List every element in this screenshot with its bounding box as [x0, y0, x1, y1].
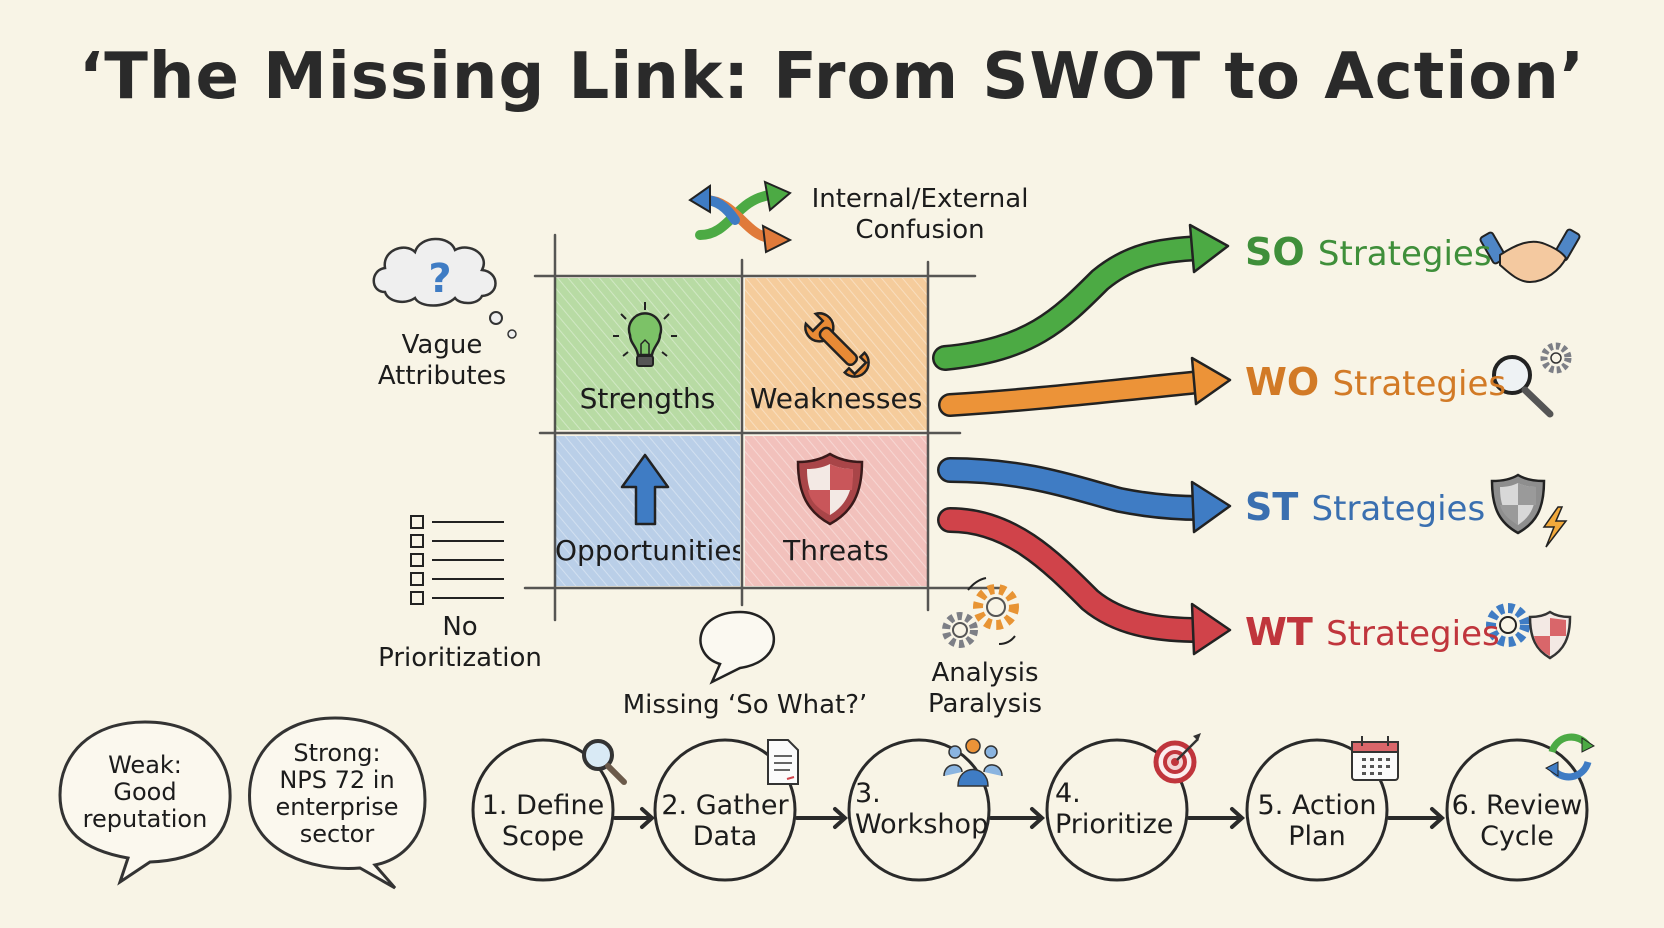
step-line1: 5. Action [1257, 790, 1377, 821]
checklist-icon [410, 515, 504, 605]
step-line1: 4. [1055, 778, 1081, 809]
weak-example: Weak: Good reputation [75, 752, 215, 833]
process-circles [471, 738, 1589, 882]
step-line2: Plan [1288, 821, 1346, 852]
step-line2: Workshop [855, 809, 989, 840]
weak-line3: reputation [82, 805, 208, 833]
svg-text:?: ? [428, 256, 451, 302]
strong-line2: NPS 72 in [279, 766, 395, 794]
step-line2: Scope [501, 821, 585, 852]
confusion-line2: Confusion [855, 215, 985, 245]
quadrant-strengths: Strengths [555, 278, 740, 430]
target-icon [1153, 733, 1201, 784]
page-title: ‘The Missing Link: From SWOT to Action’ [78, 40, 1586, 114]
weak-line1: Weak: [108, 751, 182, 779]
step-line1: 6. Review [1451, 790, 1583, 821]
wrench-icon [804, 312, 870, 378]
quadrant-label: Opportunities [555, 534, 740, 567]
quadrant-label: Threats [783, 534, 889, 567]
cycle-arrows-icon [1545, 733, 1595, 781]
no-prioritization-label: No Prioritization [370, 612, 550, 674]
calendar-icon [1351, 736, 1399, 781]
step-line1: 1. Define [481, 790, 605, 821]
strategy-label: Strategies [1332, 364, 1507, 404]
strategy-code: WO [1245, 360, 1320, 404]
prioritization-line2: Prioritization [378, 643, 542, 673]
step-line2: Data [692, 821, 758, 852]
step-line2: Prioritize [1055, 809, 1174, 840]
process-step-1: 1. Define Scope [473, 790, 613, 852]
process-step-5: 5. Action Plan [1247, 790, 1387, 852]
quadrant-label: Strengths [579, 382, 716, 415]
prioritization-line1: No [442, 612, 478, 642]
quadrant-threats: Threats [745, 436, 927, 586]
quadrant-weaknesses: Weaknesses [745, 278, 927, 430]
weak-line2: Good [113, 778, 177, 806]
gears-icon [942, 577, 1019, 648]
process-step-2: 2. Gather Data [655, 790, 795, 852]
strategy-label: Strategies [1326, 614, 1500, 654]
confusion-label: Internal/External Confusion [800, 184, 1040, 246]
empty-speech-bubble-icon [699, 610, 775, 685]
paralysis-line2: Paralysis [928, 689, 1042, 719]
shield-icon [796, 452, 864, 526]
strategy-code: ST [1245, 485, 1299, 529]
strong-line1: Strong: [293, 739, 381, 767]
strong-line4: sector [299, 820, 375, 848]
strategy-wt: WT Strategies [1245, 610, 1500, 654]
strategy-so: SO Strategies [1245, 230, 1492, 274]
shield-lightning-icon [1490, 473, 1568, 548]
strategy-code: SO [1245, 230, 1305, 274]
process-arrows [613, 807, 1445, 829]
thought-cloud-question-icon: ? [372, 237, 517, 339]
confusion-line1: Internal/External [811, 184, 1029, 214]
analysis-paralysis-label: Analysis Paralysis [910, 658, 1060, 720]
strong-example: Strong: NPS 72 in enterprise sector [262, 740, 412, 848]
paralysis-line1: Analysis [931, 658, 1039, 688]
step-line2: Cycle [1480, 821, 1554, 852]
strategy-wo: WO Strategies [1245, 360, 1506, 404]
team-icon [943, 738, 1003, 787]
missing-so-what-label: Missing ‘So What?’ [622, 690, 868, 720]
example-bubbles [58, 716, 427, 890]
vague-attributes-label: Vague Attributes [362, 330, 522, 392]
gear-shield-icon [1486, 603, 1572, 660]
strong-line3: enterprise [275, 793, 399, 821]
process-step-6: 6. Review Cycle [1447, 790, 1587, 852]
vague-line1: Vague [401, 330, 483, 360]
vague-line2: Attributes [377, 361, 507, 391]
process-step-4: 4. Prioritize [1055, 778, 1195, 840]
step-line1: 2. Gather [661, 790, 789, 821]
up-arrow-icon [620, 453, 670, 526]
lightbulb-icon [613, 302, 677, 367]
handshake-icon [1479, 228, 1581, 284]
quadrant-opportunities: Opportunities [555, 436, 740, 586]
strategy-label: Strategies [1317, 234, 1492, 274]
document-icon [767, 739, 799, 785]
magnifier-gear-icon [1492, 342, 1572, 418]
strategy-code: WT [1245, 610, 1313, 654]
strategy-arrows [932, 223, 1232, 656]
process-step-3: 3. Workshop [855, 778, 995, 840]
step-line1: 3. [855, 778, 881, 809]
magnifier-icon [582, 739, 627, 785]
strategy-label: Strategies [1311, 489, 1486, 529]
quadrant-label: Weaknesses [749, 382, 923, 415]
strategy-st: ST Strategies [1245, 485, 1485, 529]
crossing-arrows-icon [688, 180, 793, 254]
